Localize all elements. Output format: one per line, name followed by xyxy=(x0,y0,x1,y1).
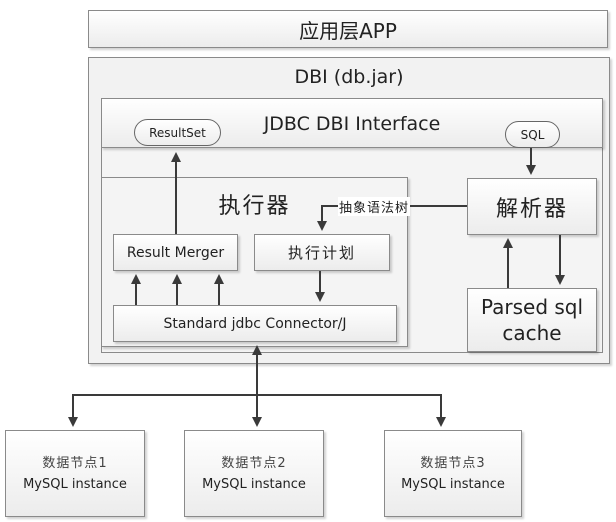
data-node-2: 数据节点2 MySQL instance xyxy=(184,430,324,517)
app-layer-box: 应用层APP xyxy=(88,10,608,48)
execution-plan-box: 执行计划 xyxy=(254,234,390,271)
jdbc-interface-title: JDBC DBI Interface xyxy=(263,113,441,135)
cache-label-line1: Parsed sql xyxy=(480,295,584,319)
connector-box: Standard jdbc Connector/J xyxy=(113,305,397,342)
parser-box: 解析器 xyxy=(467,178,597,235)
bus-line xyxy=(72,394,442,422)
dbi-title: DBI (db.jar) xyxy=(294,66,404,88)
data-node-3-name: 数据节点3 xyxy=(420,455,486,471)
data-node-1-name: 数据节点1 xyxy=(42,455,108,471)
data-node-3-type: MySQL instance xyxy=(401,476,505,492)
resultset-pill: ResultSet xyxy=(134,119,221,146)
executor-title: 执行器 xyxy=(218,194,291,219)
parser-label: 解析器 xyxy=(495,196,568,222)
data-node-1: 数据节点1 MySQL instance xyxy=(5,430,145,517)
app-layer-label: 应用层APP xyxy=(299,18,397,43)
result-merger-box: Result Merger xyxy=(113,234,238,271)
sql-pill: SQL xyxy=(505,121,560,148)
resultset-label: ResultSet xyxy=(149,125,206,140)
sql-label: SQL xyxy=(520,127,545,142)
connector-label: Standard jdbc Connector/J xyxy=(163,315,347,332)
data-node-1-type: MySQL instance xyxy=(23,476,127,492)
data-node-3: 数据节点3 MySQL instance xyxy=(384,430,522,517)
ast-label: 抽象语法树 xyxy=(338,197,411,216)
result-merger-label: Result Merger xyxy=(126,244,225,261)
cache-label-line2: cache xyxy=(502,321,562,345)
parsed-sql-cache-box: Parsed sql cache xyxy=(467,288,597,352)
data-node-2-type: MySQL instance xyxy=(202,476,306,492)
execution-plan-label: 执行计划 xyxy=(287,244,356,262)
data-node-2-name: 数据节点2 xyxy=(221,455,287,471)
